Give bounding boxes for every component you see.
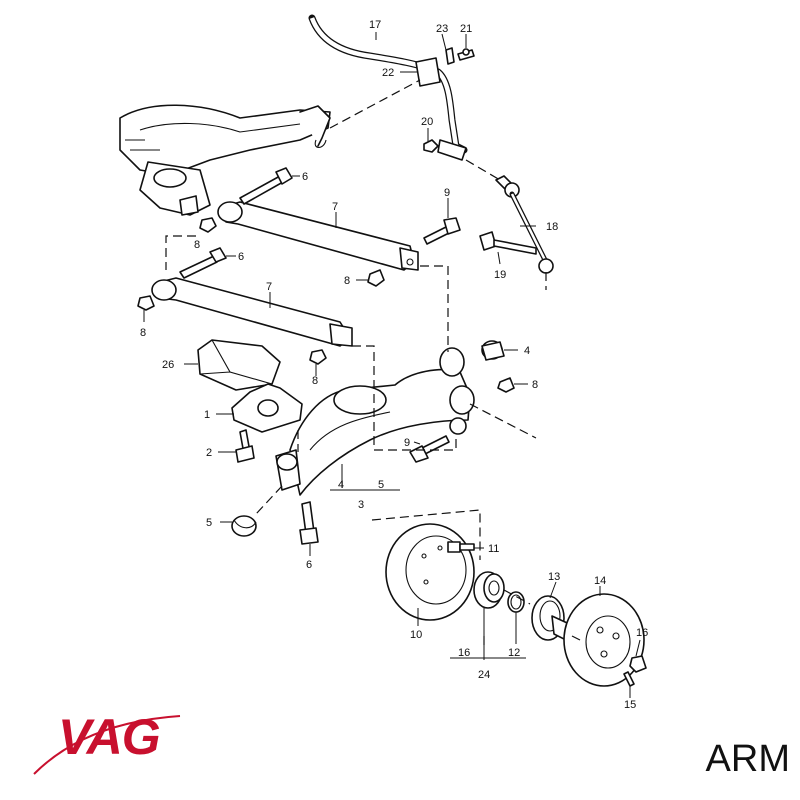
product-code: ARM	[705, 738, 790, 780]
callout-1: 1	[204, 409, 210, 421]
callout-22: 22	[382, 67, 394, 79]
bushing-4-upper	[481, 340, 505, 361]
callout-13: 13	[548, 571, 560, 583]
callout-21: 21	[460, 23, 472, 35]
bolt-6-middle	[179, 247, 227, 279]
nut-8-c	[137, 295, 155, 311]
upper-control-arm	[217, 201, 419, 271]
callout-11: 11	[488, 543, 499, 555]
bushing-5-in-arm	[275, 449, 301, 491]
nut-8-d	[309, 349, 327, 365]
coupling-rod	[479, 175, 554, 274]
callout-2: 2	[206, 447, 212, 459]
callout-7-lower: 7	[266, 281, 272, 293]
callout-6-lower: 6	[306, 559, 312, 571]
callout-23: 23	[436, 23, 448, 35]
subframe-crossmember	[119, 104, 331, 216]
nut-8-b	[367, 269, 385, 287]
callout-8-b: 8	[344, 275, 350, 287]
callout-16-bearing: 16	[458, 647, 470, 659]
callout-8-c: 8	[140, 327, 146, 339]
lower-control-arm	[151, 277, 353, 347]
callout-8-e: 8	[532, 379, 538, 391]
bolt-9-lower	[409, 435, 450, 463]
callout-7-upper: 7	[332, 201, 338, 213]
stabilizer-clamp	[415, 47, 475, 87]
callout-9-lower: 9	[404, 437, 410, 449]
callout-10: 10	[410, 629, 422, 641]
callout-5-loose: 5	[206, 517, 212, 529]
callout-9-upper: 9	[444, 187, 450, 199]
callout-14: 14	[594, 575, 606, 587]
assembly-dashed-lines	[165, 79, 581, 650]
brand-logo: VAG	[58, 709, 161, 765]
bolt-9-upper	[423, 217, 461, 245]
stabilizer-bar	[308, 14, 468, 161]
callout-26: 26	[162, 359, 174, 371]
callout-20: 20	[421, 116, 433, 128]
bolt-6-lower	[299, 501, 319, 545]
bolt-11	[447, 541, 475, 553]
callout-17: 17	[369, 19, 381, 31]
callout-5-group: 5	[378, 479, 384, 491]
nut-8-a	[199, 217, 217, 233]
nut-8-e	[497, 377, 515, 393]
callout-15: 15	[624, 699, 636, 711]
callout-24: 24	[478, 669, 490, 681]
callout-3: 3	[358, 499, 364, 511]
callout-4-upper: 4	[524, 345, 530, 357]
callout-19: 19	[494, 269, 506, 281]
hub-nut	[629, 655, 647, 673]
callout-12: 12	[508, 647, 520, 659]
mounting-bracket	[231, 383, 303, 433]
trailing-arm	[289, 347, 475, 496]
callout-6-upper: 6	[302, 171, 308, 183]
callout-8-d: 8	[312, 375, 318, 387]
brake-disc	[563, 593, 645, 687]
bolt-6-upper	[239, 167, 293, 205]
screw-15	[623, 671, 635, 687]
callout-8-a: 8	[194, 239, 200, 251]
callout-4-lower: 4	[338, 479, 344, 491]
backing-plate	[385, 523, 475, 621]
wheel-bearing	[473, 571, 505, 609]
bushing-5-loose	[231, 515, 257, 537]
cover-26	[197, 339, 281, 391]
nut-20	[423, 139, 439, 153]
callout-16-nut: 16	[636, 627, 648, 639]
bolt-2	[235, 429, 255, 463]
callout-6-middle: 6	[238, 251, 244, 263]
brand-swoosh	[33, 715, 181, 775]
leader-lines	[143, 32, 641, 698]
circlip	[507, 591, 525, 613]
callout-18: 18	[546, 221, 558, 233]
callout-labels: 17 23 21 22 20 6 7 9 18 19 8 6 8 7 8 26 …	[140, 19, 648, 711]
